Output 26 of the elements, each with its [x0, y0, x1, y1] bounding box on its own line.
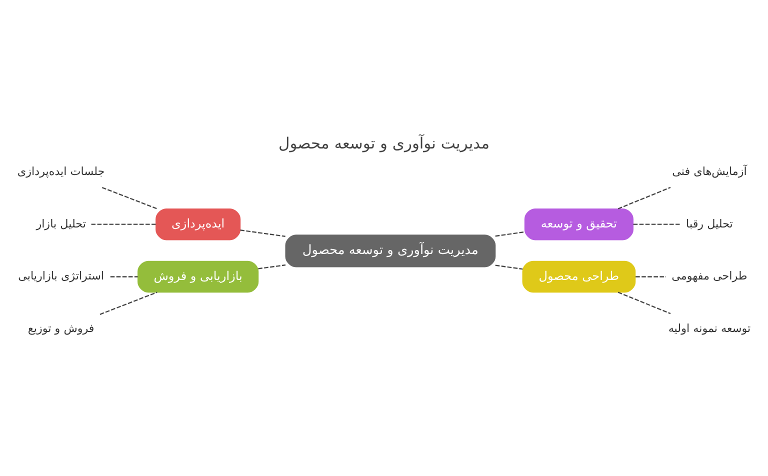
connector	[110, 276, 138, 277]
connector	[100, 291, 158, 314]
node-text: آزمایش‌های فنی	[672, 164, 747, 178]
node-text: استراتژی بازاریابی	[18, 269, 104, 282]
connector	[618, 186, 671, 209]
node-box: تحقیق و توسعه	[524, 208, 634, 240]
connector	[240, 229, 286, 236]
connector	[495, 264, 523, 270]
node-box: مدیریت نوآوری و توسعه محصول	[285, 234, 496, 267]
diagram-title: مدیریت نوآوری و توسعه محصول	[278, 134, 490, 152]
connector	[258, 264, 286, 269]
node-text: تحلیل بازار	[36, 216, 86, 230]
connector	[636, 276, 666, 277]
connector	[102, 186, 158, 209]
node-box: بازاریابی و فروش	[138, 260, 259, 292]
connector	[618, 291, 671, 314]
node-text: تحلیل رقبا	[686, 216, 733, 230]
connector	[633, 223, 680, 224]
node-text: توسعه نمونه اولیه	[668, 322, 751, 335]
node-text: طراحی مفهومی	[672, 269, 748, 282]
connector	[91, 223, 156, 224]
node-box: ایده‌پردازی	[156, 208, 241, 240]
node-text: فروش و توزیع	[28, 322, 94, 335]
node-box: طراحی محصول	[522, 260, 636, 292]
connector	[495, 230, 525, 236]
node-text: جلسات ایده‌پردازی	[17, 164, 105, 178]
